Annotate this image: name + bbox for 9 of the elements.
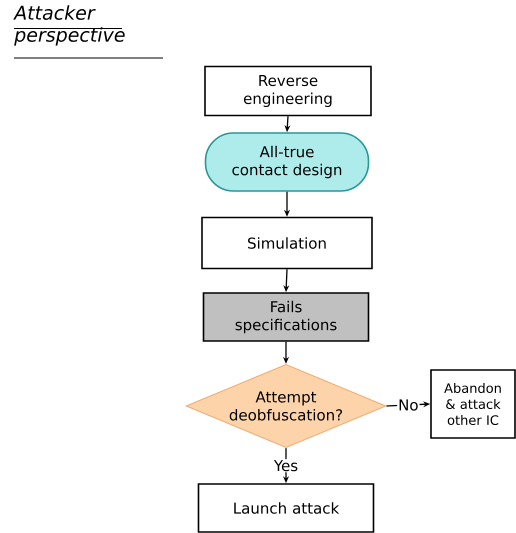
edge-label: Yes <box>272 459 300 472</box>
process-box: Reverse engineering <box>204 66 372 116</box>
edge-label: No <box>397 398 420 412</box>
title: Attacker perspective <box>13 5 125 46</box>
terminal-box: All-true contact design <box>204 132 370 192</box>
process-box: Abandon & attack other IC <box>430 369 516 439</box>
process-box: Simulation <box>201 216 373 270</box>
process-box: Fails specifications <box>202 292 370 342</box>
process-box: Launch attack <box>198 483 374 533</box>
